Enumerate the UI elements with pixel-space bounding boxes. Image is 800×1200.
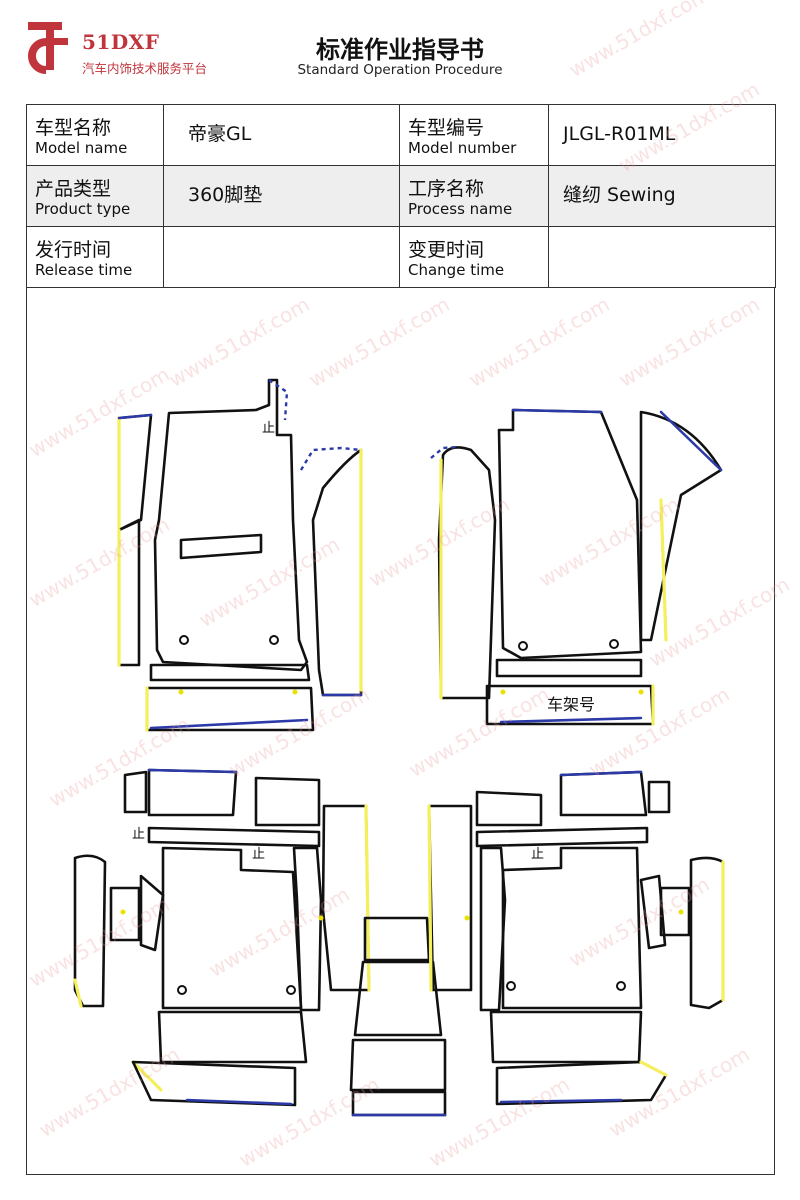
label-cell: 发行时间 Release time <box>26 226 164 288</box>
label-en: Model name <box>35 139 128 157</box>
model-name-value: 帝豪GL <box>188 123 252 145</box>
page-subtitle: Standard Operation Procedure <box>297 62 503 78</box>
label-cn: 发行时间 <box>35 239 112 261</box>
label-cn: 产品类型 <box>35 178 112 200</box>
floor-mat-pattern-svg: 止 <box>73 378 725 1117</box>
value-cell <box>548 226 776 288</box>
label-cn: 工序名称 <box>408 178 485 200</box>
label-cell: 车型名称 Model name <box>26 104 164 166</box>
label-cell: 车型编号 Model number <box>399 104 549 166</box>
label-cn: 车型编号 <box>408 117 485 139</box>
value-cell <box>163 226 400 288</box>
label-en: Change time <box>408 261 505 279</box>
table-row: 发行时间 Release time 变更时间 Change time <box>26 226 776 288</box>
product-type-value: 360脚垫 <box>188 184 263 206</box>
pattern-drawing: 止 <box>26 287 775 1175</box>
watermark-text: www.51dxf.com <box>564 0 714 82</box>
brand-logo: 51DXF 汽车内饰技术服务平台 <box>22 18 242 78</box>
rear-right-mat-pattern: 止 <box>427 770 725 1106</box>
label-cell: 工序名称 Process name <box>399 165 549 227</box>
brand-name: 51DXF <box>82 30 160 54</box>
brand-tagline: 汽车内饰技术服务平台 <box>82 61 208 76</box>
page-title: 标准作业指导书 <box>316 36 484 64</box>
label-cell: 产品类型 Product type <box>26 165 164 227</box>
model-number-value: JLGL-R01ML <box>563 123 676 145</box>
driver-front-mat-pattern: 止 <box>117 378 363 732</box>
label-en: Model number <box>408 139 517 157</box>
label-en: Release time <box>35 261 133 279</box>
center-tunnel-pattern <box>349 916 447 1117</box>
stop-mark: 止 <box>252 847 265 862</box>
frame-number-label: 车架号 <box>547 695 595 714</box>
rear-left-mat-pattern: 止 止 <box>73 768 371 1107</box>
value-cell: 帝豪GL <box>163 104 400 166</box>
value-cell: JLGL-R01ML <box>548 104 776 166</box>
stop-mark: 止 <box>531 847 544 862</box>
value-cell: 360脚垫 <box>163 165 400 227</box>
value-cell: 缝纫 Sewing <box>548 165 776 227</box>
passenger-front-mat-pattern: 车架号 <box>430 408 723 726</box>
table-row: 车型名称 Model name 帝豪GL 车型编号 Model number J… <box>26 104 776 166</box>
process-name-value: 缝纫 Sewing <box>563 184 676 206</box>
table-row: 产品类型 Product type 360脚垫 工序名称 Process nam… <box>26 165 776 227</box>
info-table: 车型名称 Model name 帝豪GL 车型编号 Model number J… <box>26 104 776 288</box>
label-cn: 车型名称 <box>35 117 112 139</box>
stop-mark: 止 <box>132 827 145 842</box>
label-cn: 变更时间 <box>408 239 485 261</box>
stop-mark: 止 <box>262 421 275 436</box>
logo-mark-icon <box>28 22 68 74</box>
label-en: Process name <box>408 200 513 218</box>
label-cell: 变更时间 Change time <box>399 226 549 288</box>
label-en: Product type <box>35 200 131 218</box>
